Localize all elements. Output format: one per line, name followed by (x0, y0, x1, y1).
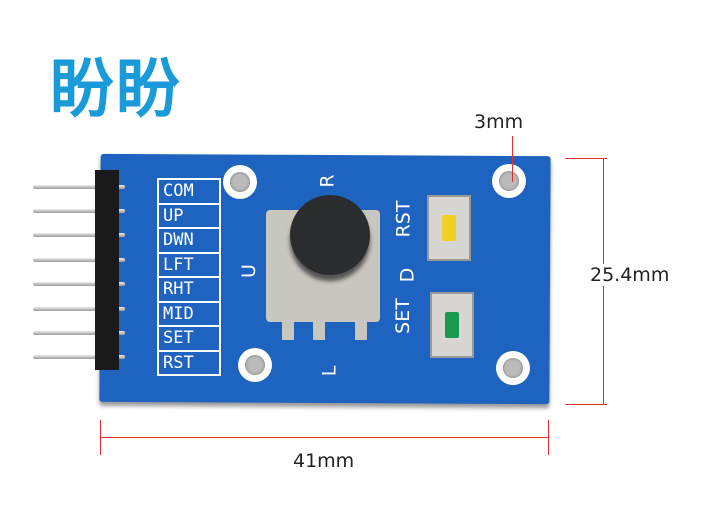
pin-label: MID (159, 303, 219, 327)
pin-label: RST (163, 352, 194, 373)
header-pin (33, 185, 125, 189)
switch-pad (313, 320, 325, 340)
rst-button-cap (442, 215, 456, 241)
pin-label: RHT (159, 278, 219, 303)
width-dimension-line (100, 437, 549, 438)
silk-right: R (316, 174, 339, 188)
header-pin (33, 331, 125, 335)
header-pin (33, 307, 125, 311)
silk-set: SET (391, 298, 414, 334)
header-pin (33, 282, 125, 286)
pin-label: COM (159, 180, 219, 205)
header-pin (33, 355, 125, 359)
pin-label: LFT (159, 254, 219, 278)
width-dimension-label: 41mm (293, 450, 355, 472)
height-tick (565, 158, 607, 159)
silk-down: D (396, 267, 419, 283)
silk-rst: RST (392, 200, 415, 238)
hole-dimension-label: 3mm (474, 111, 524, 133)
switch-pad (282, 320, 294, 340)
set-button[interactable] (430, 292, 474, 358)
mount-hole (223, 165, 257, 199)
header-pin (33, 209, 125, 213)
height-dimension-label: 25.4mm (588, 264, 672, 286)
header-pin (33, 233, 125, 237)
pin-label-table: COM UP DWN LFT RHT MID SET RST (157, 178, 221, 376)
width-tick (100, 420, 101, 455)
title-logo: 盼盼 (50, 53, 182, 127)
silk-left: L (318, 365, 341, 377)
pin-label: DWN (159, 229, 219, 254)
joystick-knob[interactable] (290, 195, 370, 275)
pin-header (95, 170, 119, 370)
silk-up: U (237, 264, 260, 278)
pin-label: SET (159, 327, 219, 352)
switch-pad (355, 320, 367, 340)
width-tick (548, 420, 549, 455)
hole-dimension-line (512, 136, 513, 182)
rst-button[interactable] (427, 195, 471, 261)
mount-hole (496, 351, 530, 385)
mount-hole (238, 348, 272, 382)
height-tick (565, 404, 607, 405)
mount-hole (492, 164, 526, 198)
pin-label: UP (159, 205, 219, 229)
set-button-cap (445, 312, 459, 338)
header-pin (33, 258, 125, 262)
